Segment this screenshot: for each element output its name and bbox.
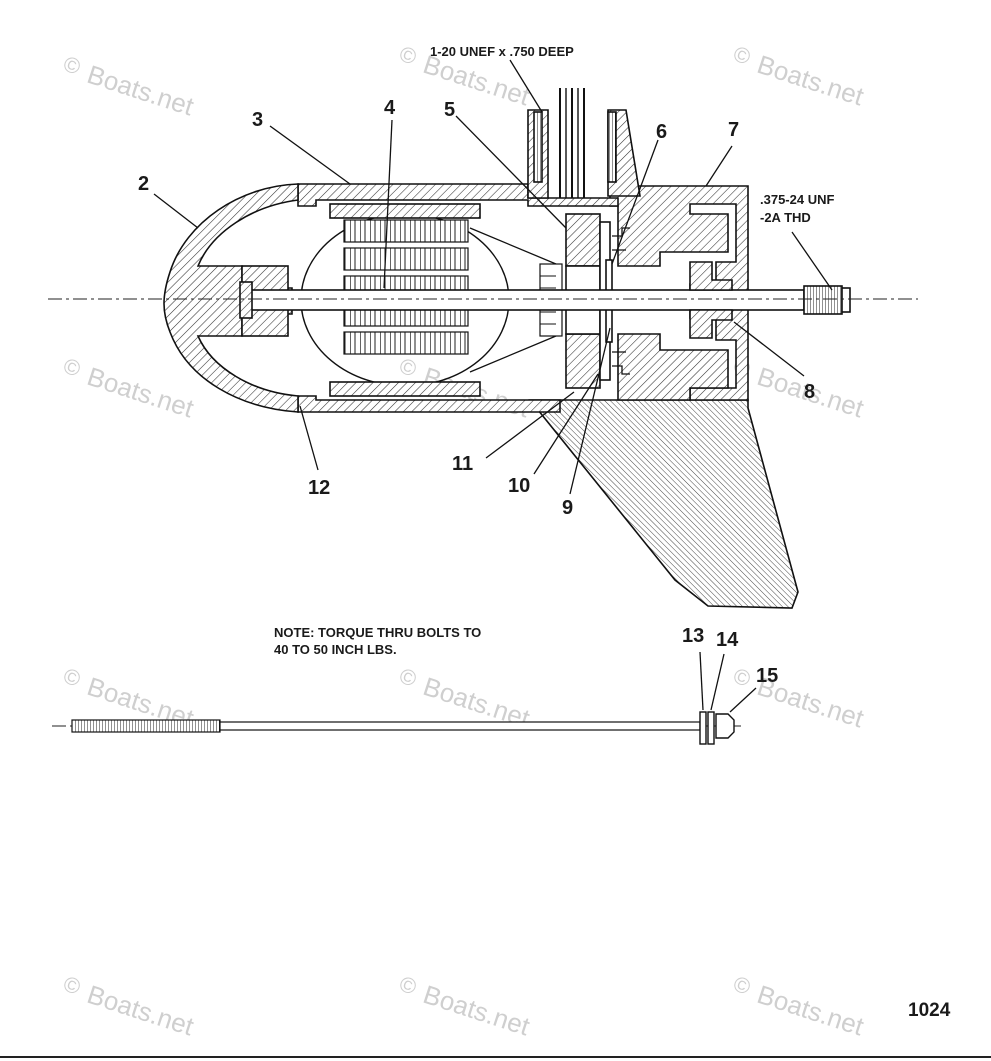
brush-plate-top bbox=[565, 213, 601, 267]
armature-windings bbox=[343, 219, 469, 355]
part-label-8: 8 bbox=[804, 381, 815, 403]
watermark-copyright: © bbox=[60, 51, 83, 80]
watermark-copyright: © bbox=[60, 663, 83, 692]
part-label-11: 11 bbox=[452, 453, 473, 475]
page-bottom-rule bbox=[0, 1056, 991, 1058]
part-label-2: 2 bbox=[138, 173, 149, 195]
part-label-7: 7 bbox=[728, 119, 739, 141]
power-cords bbox=[559, 88, 585, 198]
rear-seal bbox=[689, 261, 733, 291]
watermark-text: Boats.net bbox=[84, 361, 198, 424]
armature-core-top bbox=[329, 203, 481, 219]
motor-shell-upper bbox=[297, 183, 619, 207]
through-bolt-thread bbox=[71, 719, 221, 733]
watermark-copyright: © bbox=[396, 41, 419, 70]
part-label-4: 4 bbox=[384, 97, 396, 119]
watermark-copyright: © bbox=[396, 971, 419, 1000]
bolt-head-15 bbox=[715, 713, 735, 739]
part-label-12: 12 bbox=[308, 477, 330, 499]
part-label-15: 15 bbox=[756, 665, 778, 687]
part-number-labels: 2 3 4 5 6 7 8 9 10 11 12 13 14 15 bbox=[138, 97, 815, 687]
washer-14 bbox=[707, 711, 715, 745]
watermark-copyright: © bbox=[730, 41, 753, 70]
part-label-10: 10 bbox=[508, 475, 530, 497]
watermark-copyright: © bbox=[60, 971, 83, 1000]
page-number: 1024 bbox=[908, 1000, 951, 1021]
through-bolt-assembly bbox=[52, 711, 742, 745]
rear-housing-lower-rib bbox=[617, 333, 729, 401]
part-label-3: 3 bbox=[252, 109, 263, 131]
through-bolt-shank bbox=[219, 721, 701, 731]
shaft-thread bbox=[803, 285, 843, 315]
leader-lines bbox=[153, 59, 833, 713]
part-label-14: 14 bbox=[716, 629, 739, 651]
part-label-5: 5 bbox=[444, 99, 455, 121]
watermark-copyright: © bbox=[730, 971, 753, 1000]
nose-cone bbox=[163, 183, 299, 413]
top-port-thread-left bbox=[533, 111, 543, 183]
shaft-end bbox=[841, 287, 851, 313]
armature-core-bottom bbox=[329, 381, 481, 397]
part-label-13: 13 bbox=[682, 625, 704, 647]
washer-13 bbox=[699, 711, 707, 745]
watermark-text: Boats.net bbox=[754, 979, 868, 1042]
shaft-thread-callout-line1: .375-24 UNF bbox=[760, 192, 834, 207]
commutator-taper bbox=[469, 227, 557, 373]
part-label-9: 9 bbox=[562, 497, 573, 519]
watermark-copyright: © bbox=[396, 663, 419, 692]
watermark-copyright: © bbox=[60, 353, 83, 382]
top-port-thread-callout: 1-20 UNEF x .750 DEEP bbox=[430, 44, 574, 59]
main-shaft bbox=[243, 289, 805, 311]
front-bearing bbox=[239, 281, 253, 319]
torque-note-line1: NOTE: TORQUE THRU BOLTS TO bbox=[274, 625, 481, 640]
brush-springs bbox=[612, 227, 630, 375]
watermark-copyright: © bbox=[730, 663, 753, 692]
rear-seal-lower bbox=[689, 309, 733, 339]
torque-note-line2: 40 TO 50 INCH LBS. bbox=[274, 642, 397, 657]
watermark-copyright: © bbox=[396, 353, 419, 382]
watermark-text: Boats.net bbox=[84, 979, 198, 1042]
watermark-text: Boats.net bbox=[420, 979, 534, 1042]
top-port-thread-right bbox=[607, 111, 617, 183]
watermark-text: Boats.net bbox=[84, 59, 198, 122]
shaft-thread-callout-line2: -2A THD bbox=[760, 210, 811, 225]
watermark-text: Boats.net bbox=[754, 49, 868, 112]
part-label-6: 6 bbox=[656, 121, 667, 143]
